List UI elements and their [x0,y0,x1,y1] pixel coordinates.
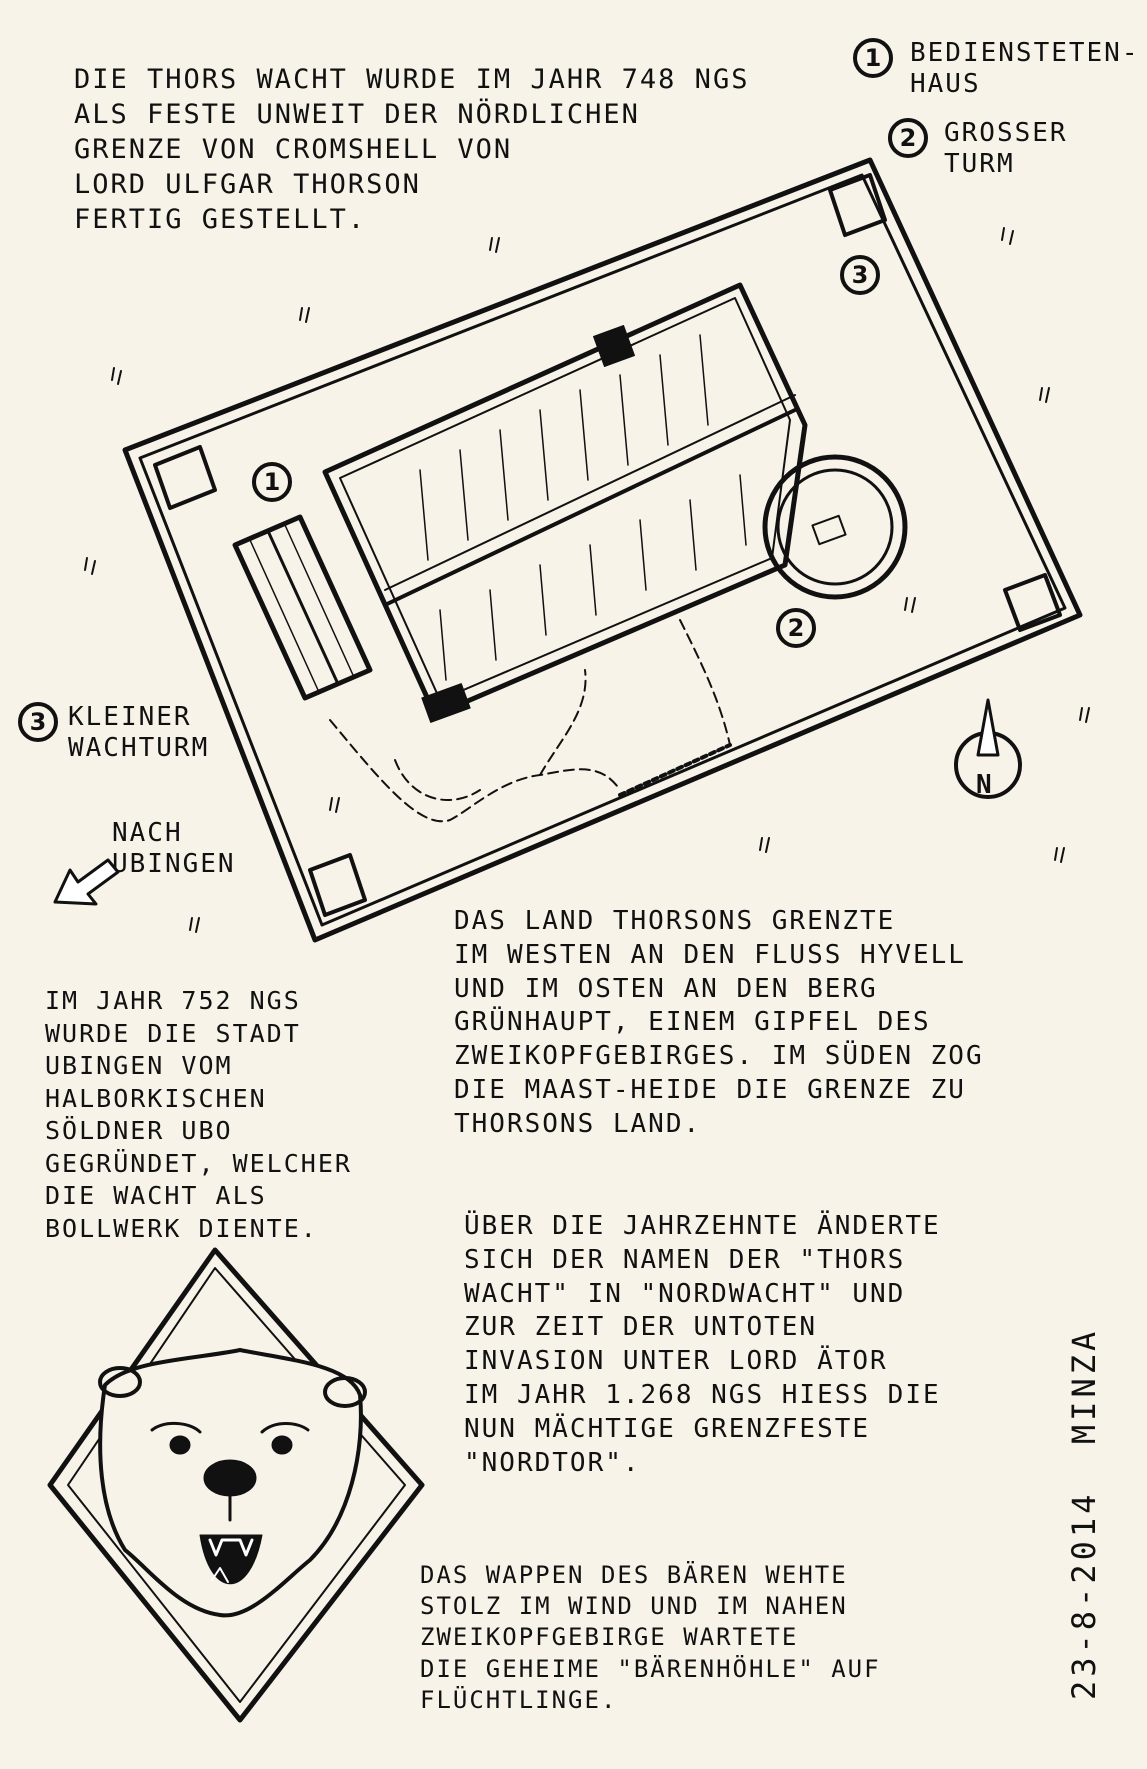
watchtower-e [1003,573,1062,632]
map-marker-1: 1 [252,462,292,502]
ubingen-text: Im Jahr 752 NGS wurde die Stadt Ubingen … [45,986,352,1243]
direction-label: Nach Ubingen [112,818,236,880]
map-marker-2: 2 [776,608,816,648]
watchtower-nw [153,445,217,510]
names-text: Über die Jahrzehnte änderte sich der Nam… [464,1211,941,1478]
watchtower-ne [828,173,887,237]
signature-date: 23-8-2014 Minza [1065,1328,1103,1700]
main-gate [618,743,732,797]
servants-house [232,514,373,701]
land-text: Das Land Thorsons grenzte im Westen an d… [454,906,984,1139]
legend-label-1: Bediensteten- Haus [910,38,1140,100]
legend-number-1: 1 [853,38,893,78]
outer-wall [122,157,1083,943]
legend-number-3: 3 [18,702,58,742]
great-tower [762,454,908,600]
intro-text: Die Thors Wacht wurde im Jahr 748 NGS al… [74,64,750,236]
date-text: 23-8-2014 [1065,1490,1103,1700]
wappen-text: Das Wappen des Bären wehte stolz im Wind… [420,1561,881,1714]
main-keep [322,282,808,718]
legend-number-2: 2 [888,118,928,158]
compass-letter: N [976,770,994,800]
legend-label-3: Kleiner Wachturm [68,702,210,764]
map-marker-3: 3 [840,255,880,295]
signature-text: Minza [1065,1327,1103,1445]
legend-label-2: Grosser Turm [944,118,1068,180]
watchtower-sw [308,853,367,917]
arrow-to-ubingen [53,858,120,906]
